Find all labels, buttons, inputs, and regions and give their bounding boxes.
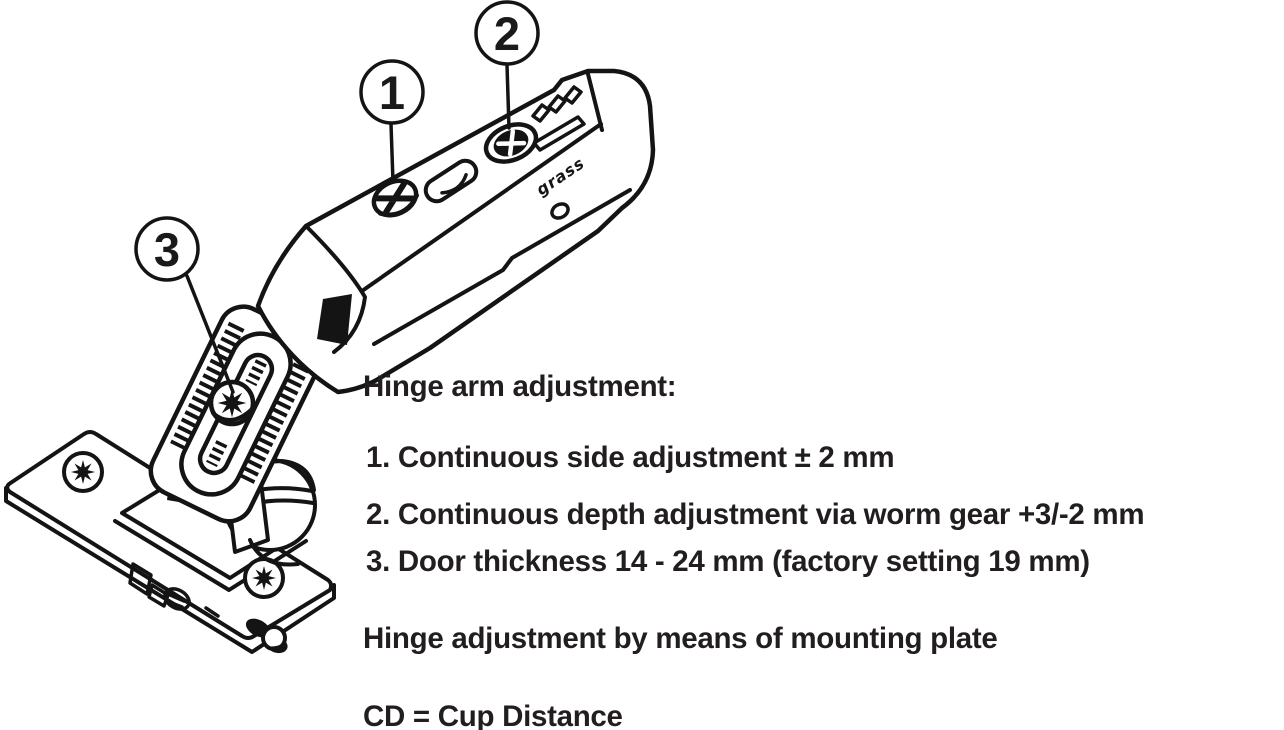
callout-1: 1 [359, 59, 425, 184]
plate-window-ridge [113, 519, 308, 592]
cup-distance-legend: CD = Cup Distance [363, 700, 623, 730]
depth-adjustment-screw [483, 122, 539, 164]
instruction-item-3: 3. Door thickness 14 - 24 mm (factory se… [366, 545, 1090, 578]
leader-line-1 [389, 122, 395, 184]
elbow-inner-edge [306, 226, 367, 354]
arm-side-groove [372, 188, 632, 346]
plate-screw-left [62, 451, 104, 493]
mounting-plate [4, 430, 336, 654]
callout-2: 2 [474, 0, 540, 130]
mounting-plate-note: Hinge adjustment by means of mounting pl… [363, 622, 998, 655]
serration-right [238, 355, 313, 484]
arm-side-hole [550, 202, 570, 220]
door-thickness-adjuster [148, 304, 324, 524]
arm-thin-slot [532, 115, 586, 152]
plate-dowel-pin [163, 587, 191, 611]
plate-edge-tick [204, 606, 220, 618]
end-cap-line [586, 72, 604, 132]
leader-line-2 [505, 63, 511, 130]
arm-end-notches [531, 85, 583, 123]
callouts: 1 2 3 [134, 0, 540, 394]
instruction-item-1: 1. Continuous side adjustment ± 2 mm [366, 441, 895, 474]
cup-hook-arc [248, 538, 300, 567]
plate-tab [128, 562, 153, 596]
plate-dowel-cluster [245, 618, 288, 654]
instruction-item-2: 2. Continuous depth adjustment via worm … [366, 498, 1145, 531]
door-thickness-screw [208, 379, 256, 427]
callout-3: 3 [134, 216, 235, 394]
arm-body [255, 68, 656, 395]
callout-2-number: 2 [494, 7, 520, 60]
callout-3-circle [134, 216, 200, 282]
plate-tab-2 [147, 583, 170, 608]
arm-face-divider [360, 122, 603, 293]
leader-line-3 [185, 274, 235, 394]
elbow-shadow [317, 294, 352, 345]
callout-1-number: 1 [379, 66, 405, 119]
side-adjustment-screw [371, 178, 419, 218]
callout-2-circle [474, 0, 540, 66]
plate-screw-right [243, 557, 285, 599]
arm-oblong-slot [423, 158, 479, 204]
instruction-heading: Hinge arm adjustment: [363, 370, 677, 403]
callout-1-circle [359, 59, 425, 125]
serration-left [170, 321, 245, 451]
hinge-arm: grass [255, 68, 656, 395]
callout-3-number: 3 [154, 223, 180, 276]
